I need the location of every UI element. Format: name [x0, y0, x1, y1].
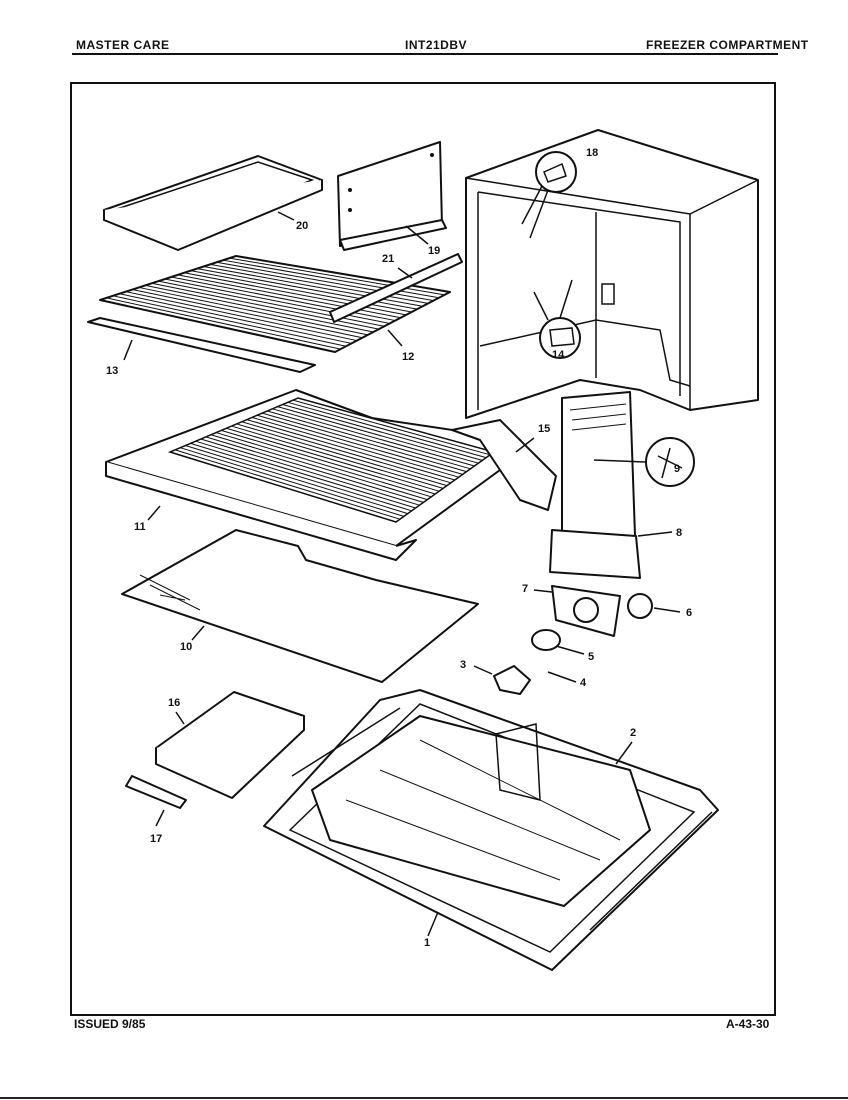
callout-13: 13: [106, 365, 118, 377]
callout-7: 7: [522, 583, 528, 595]
part-10-insulation-board: [121, 529, 479, 683]
callout-3: 3: [460, 659, 466, 671]
part-17-tray-handle: [125, 775, 187, 809]
part-20-shelf-tray: [103, 155, 323, 251]
callout-11: 11: [134, 521, 146, 533]
callout-20: 20: [296, 220, 308, 232]
plate-number: A-43-30: [726, 1017, 770, 1031]
callout-18: 18: [586, 147, 598, 159]
detail-callout-14: [533, 279, 581, 359]
callout-8: 8: [676, 527, 682, 539]
callout-14: 14: [552, 349, 565, 361]
model-number: INT21DBV: [405, 38, 468, 52]
callout-4: 4: [580, 677, 587, 689]
part-19-divider-panel: [337, 141, 447, 251]
detail-callout-18: [521, 151, 577, 239]
callout-labels: 20 19 21 12 13 11 10 15 18 14 9 8 7 6 5 …: [106, 147, 692, 949]
callout-5: 5: [588, 651, 594, 663]
part-8-evaporator-cover: [549, 391, 641, 579]
callout-16: 16: [168, 697, 180, 709]
callout-9: 9: [674, 463, 680, 475]
part-1-base-pan: [263, 689, 719, 971]
part-11-freezer-shelf: [105, 389, 557, 561]
freezer-cabinet: [465, 129, 759, 419]
callout-12: 12: [402, 351, 414, 363]
detail-callout-9: [593, 437, 695, 487]
section-title: FREEZER COMPARTMENT: [646, 38, 809, 52]
header-rule: [72, 53, 778, 55]
part-12-wire-shelf: [87, 253, 463, 373]
callout-15: 15: [538, 423, 550, 435]
callout-21: 21: [382, 253, 394, 265]
issue-date: ISSUED 9/85: [74, 1017, 146, 1031]
part-16-ice-tray: [155, 691, 305, 799]
callout-17: 17: [150, 833, 162, 845]
page-bottom-rule: [0, 1097, 848, 1099]
diagram-frame: [70, 82, 776, 1016]
brand-label: MASTER CARE: [76, 38, 170, 52]
callout-10: 10: [180, 641, 192, 653]
callout-19: 19: [428, 245, 440, 257]
callout-1: 1: [424, 937, 430, 949]
callout-2: 2: [630, 727, 636, 739]
leader-lines: [123, 211, 681, 937]
callout-6: 6: [686, 607, 692, 619]
part-6-fan-assembly: [493, 585, 653, 695]
